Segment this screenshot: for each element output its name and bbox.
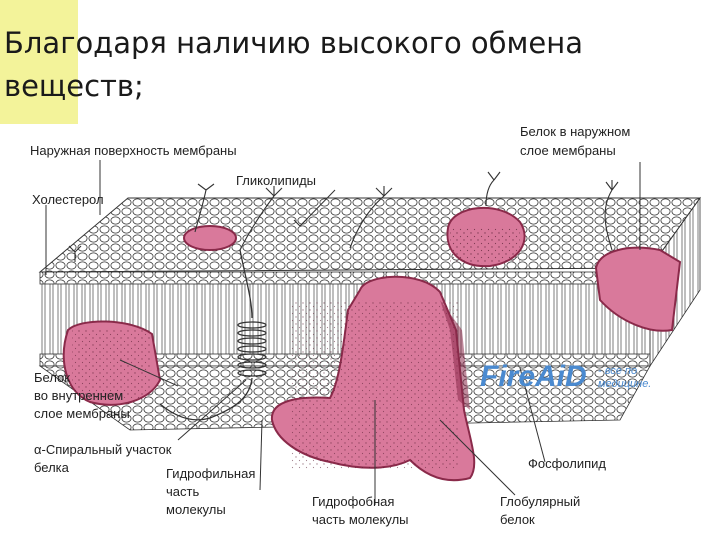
protein-right-side <box>594 246 682 332</box>
label-protein-inner-2: во внутреннем <box>34 388 123 403</box>
label-alpha-helix-2: белка <box>34 460 70 475</box>
alpha-helix <box>159 249 267 421</box>
leader-lines <box>45 160 641 505</box>
protein-inner-layer <box>62 320 162 406</box>
label-phospholipid: Фосфолипид <box>528 456 606 471</box>
label-protein-inner-1: Белок <box>34 370 70 385</box>
label-globular-2: белок <box>500 512 535 527</box>
title-line-2: веществ; <box>4 69 144 103</box>
title-accent-block <box>0 0 78 124</box>
label-globular-1: Глобулярный <box>500 494 580 509</box>
label-protein-outer-2: слое мембраны <box>520 143 616 158</box>
label-protein-outer-1: Белок в наружном <box>520 124 630 139</box>
watermark: FireAiD - все по медицине. <box>480 360 651 393</box>
watermark-tagline-1: - все по <box>598 365 637 377</box>
label-protein-inner-3: слое мембраны <box>34 406 130 421</box>
label-hydrophilic-1: Гидрофильная <box>166 466 255 481</box>
label-outer-surface: Наружная поверхность мембраны <box>30 143 237 158</box>
protein-outer-small <box>183 225 237 251</box>
label-hydrophobic-1: Гидрофобная <box>312 494 394 509</box>
label-alpha-helix-1: α-Спиральный участок <box>34 442 172 457</box>
slide-title: Благодаря наличию высокого обмена вещест… <box>4 22 704 108</box>
label-cholesterol: Холестерол <box>32 192 104 207</box>
label-hydrophilic-3: молекулы <box>166 502 226 517</box>
title-line-1: Благодаря наличию высокого обмена <box>4 26 584 60</box>
watermark-tagline-2: медицине. <box>598 378 651 390</box>
label-hydrophilic-2: часть <box>166 484 199 499</box>
protein-outer-layer <box>446 206 526 268</box>
watermark-brand: FireAiD <box>480 360 587 393</box>
diagram-labels: Наружная поверхность мембраны Белок в на… <box>30 124 630 527</box>
label-hydrophobic-2: часть молекулы <box>312 512 409 527</box>
label-glycolipids: Гликолипиды <box>236 173 316 188</box>
globular-protein <box>270 275 476 482</box>
